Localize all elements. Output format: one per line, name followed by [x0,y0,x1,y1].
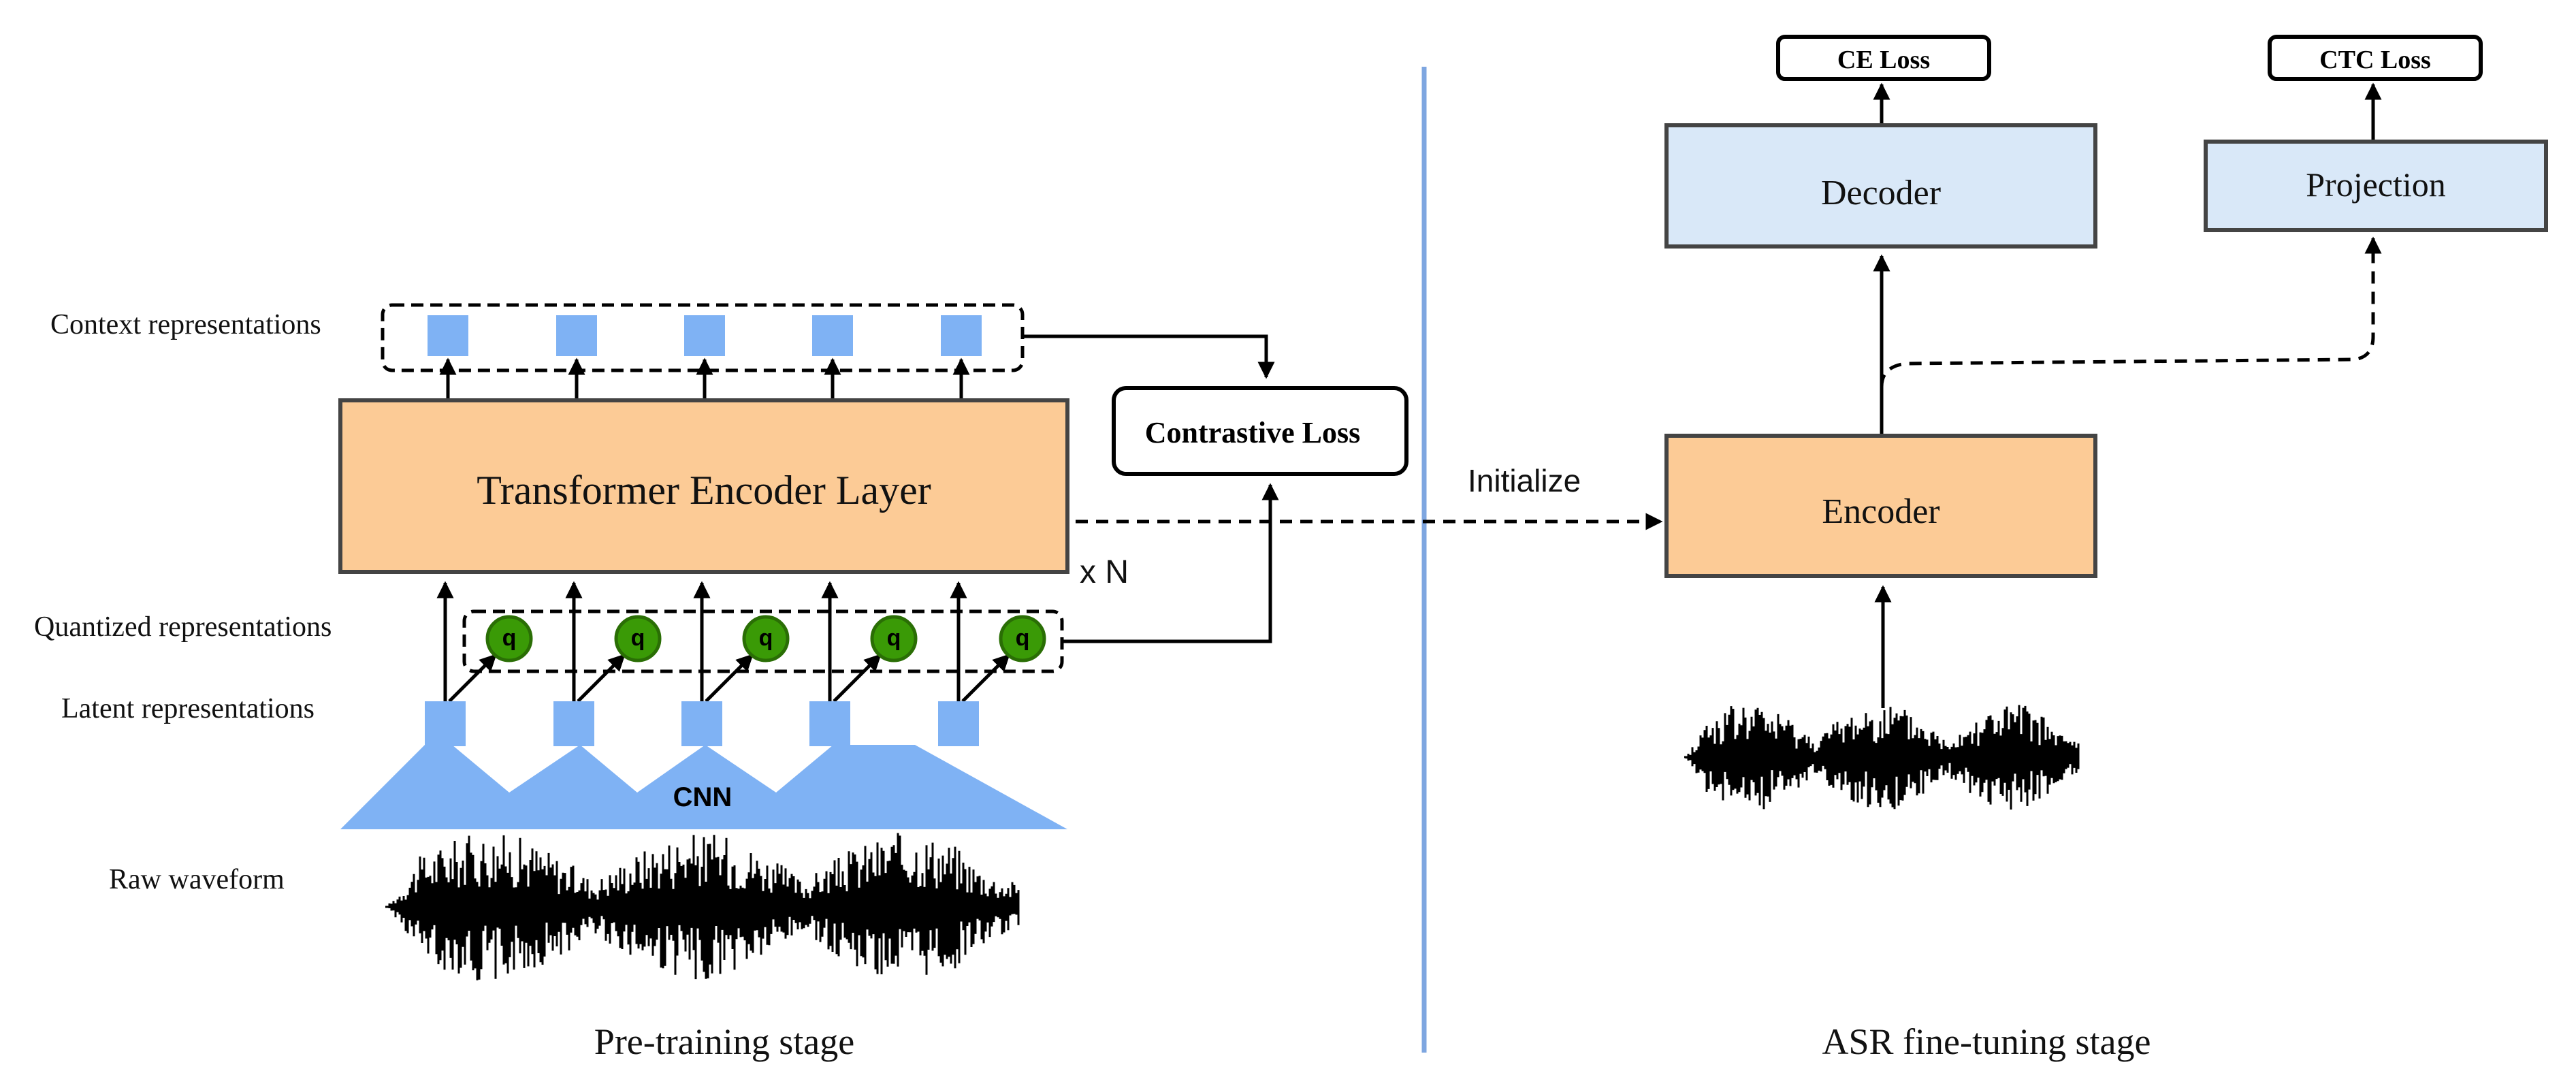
transformer-encoder-layer-box [338,398,1069,574]
quantizer-circle-icon [742,615,790,662]
decoder-box [1664,123,2097,249]
projection-label: Projection [2306,165,2446,204]
pretraining-stage-title: Pre-training stage [594,1021,854,1062]
latent-to-transformer-arrows [436,581,967,701]
quantized-representations-label: Quantized representations [34,611,332,643]
ce-loss-box [1776,35,1991,81]
initialize-label: Initialize [1468,463,1581,498]
contrastive-loss-box [1112,386,1408,476]
context-vector [556,315,597,356]
quantized-representations-group [462,609,1064,673]
quantizer-circle-icon [614,615,662,662]
finetune-stage-title: ASR fine-tuning stage [1822,1021,2151,1062]
latent-representations-label: Latent representations [61,693,315,724]
transformer-encoder-layer-label: Transformer Encoder Layer [477,468,931,513]
quantizer-symbol: q [631,625,645,651]
context-vectors [428,315,982,356]
quantizer-circle-icon [485,615,533,662]
contrastive-loss-label: Contrastive Loss [1145,416,1361,449]
latent-to-quantizer-arrows [448,654,1010,703]
context-vector [684,315,725,356]
latent-vector [425,701,466,746]
quantizer-circle-icon [999,615,1046,662]
transformer-to-context-arrows [439,357,970,399]
context-vector [812,315,853,356]
ctc-loss-box [2268,35,2483,81]
latent-vector [553,701,594,746]
projection-box [2204,140,2548,232]
encoder-label: Encoder [1822,492,1939,531]
repeat-n-label: x N [1080,554,1129,590]
audio-waveform-icon [385,833,1020,980]
cnn-label: CNN [673,782,732,812]
context-vector [941,315,982,356]
ctc-loss-label: CTC Loss [2319,46,2431,74]
latent-vector [809,701,850,746]
decoder-label: Decoder [1821,174,1941,212]
cnn-feature-encoder [340,701,1067,829]
quantizer-symbol: q [887,625,901,651]
quantizer-symbol: q [1016,625,1030,651]
encoder-box [1664,434,2097,578]
raw-waveform-label: Raw waveform [109,864,285,895]
quantizer-symbol: q [502,625,517,651]
ce-loss-label: CE Loss [1837,46,1930,74]
context-to-loss-arrow [1023,334,1275,379]
quantizer-icons [485,615,1046,662]
encoder-to-projection-arrow [1880,236,2382,387]
context-vector [428,315,468,356]
latent-vector [681,701,722,746]
quantizer-symbols: q q q q q [502,625,1030,651]
latent-vector [938,701,979,746]
quantizer-symbol: q [759,625,773,651]
quantized-to-loss-arrow [1062,483,1279,643]
quantizer-circle-icon [870,615,918,662]
context-representations-label: Context representations [50,309,321,340]
audio-waveform-icon [1684,705,2080,810]
